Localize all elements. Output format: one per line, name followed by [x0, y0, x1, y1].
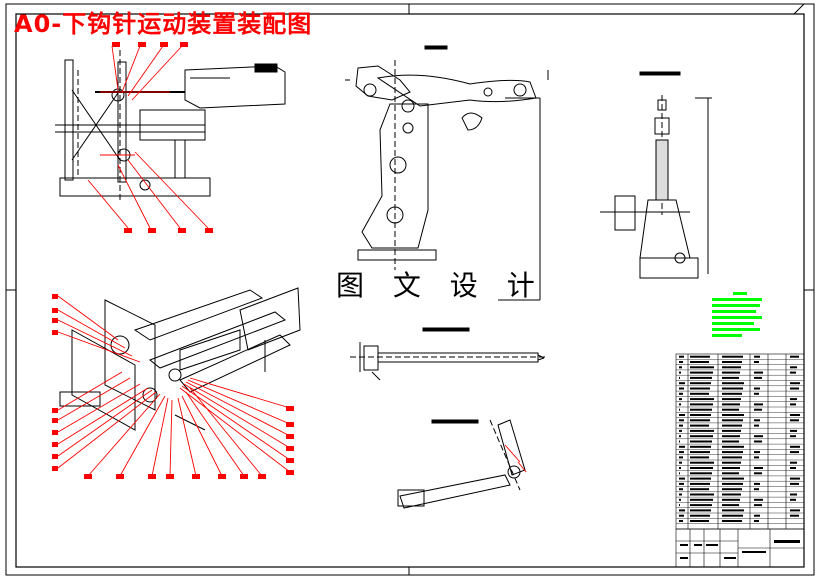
view-angled-callouts — [504, 444, 527, 473]
view-front-callouts — [87, 42, 213, 233]
view-angled-link — [397, 419, 526, 509]
view-isometric-callouts — [52, 294, 294, 479]
centering-marks — [6, 3, 814, 575]
title-block — [675, 528, 805, 568]
title-block-entries — [680, 540, 800, 559]
view-isometric — [59, 287, 301, 431]
parts-list-entries — [679, 355, 800, 522]
technical-notes — [712, 292, 762, 337]
view-side-arm — [345, 45, 549, 301]
view-front-mechanism — [55, 50, 286, 200]
drawing-title: A0-下钩针运动装置装配图 — [14, 10, 313, 38]
parts-list-rows — [676, 359, 804, 524]
view-shaft — [350, 327, 548, 381]
watermark-text: 图 文 设 计 — [336, 269, 545, 302]
view-vertical-section — [600, 71, 712, 279]
